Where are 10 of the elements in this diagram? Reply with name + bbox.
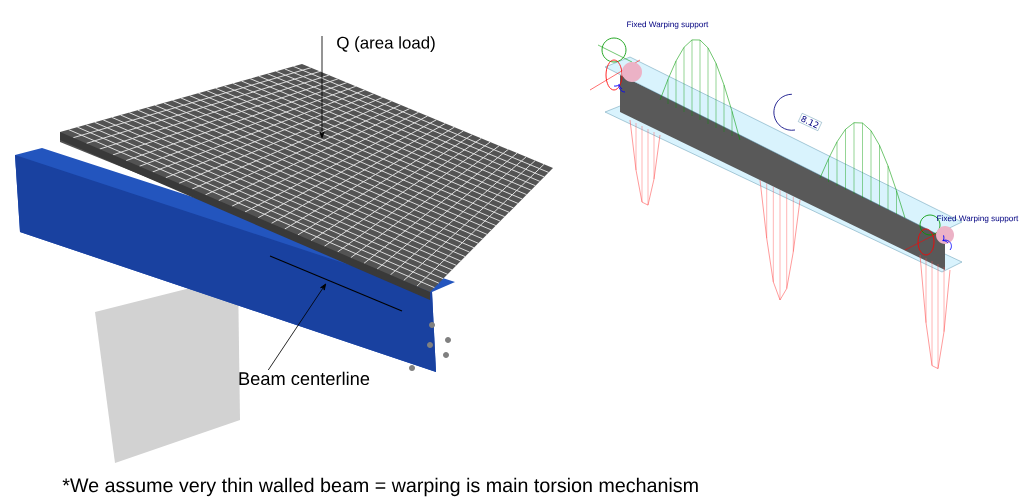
support-label: Fixed Warping support: [627, 21, 709, 29]
centerline: [269, 255, 403, 312]
grating-drawing: [60, 64, 553, 300]
arrow: [267, 283, 327, 371]
caption: *We assume very thin walled beam = warping is main torsion mechanism: [62, 477, 698, 497]
arrow: [319, 35, 325, 139]
support-label: Fixed Warping support: [937, 215, 1019, 223]
load-label: Q (area load): [337, 36, 435, 52]
beam-label: Beam centerline: [239, 371, 370, 386]
value-tag: 8.12: [798, 113, 822, 131]
